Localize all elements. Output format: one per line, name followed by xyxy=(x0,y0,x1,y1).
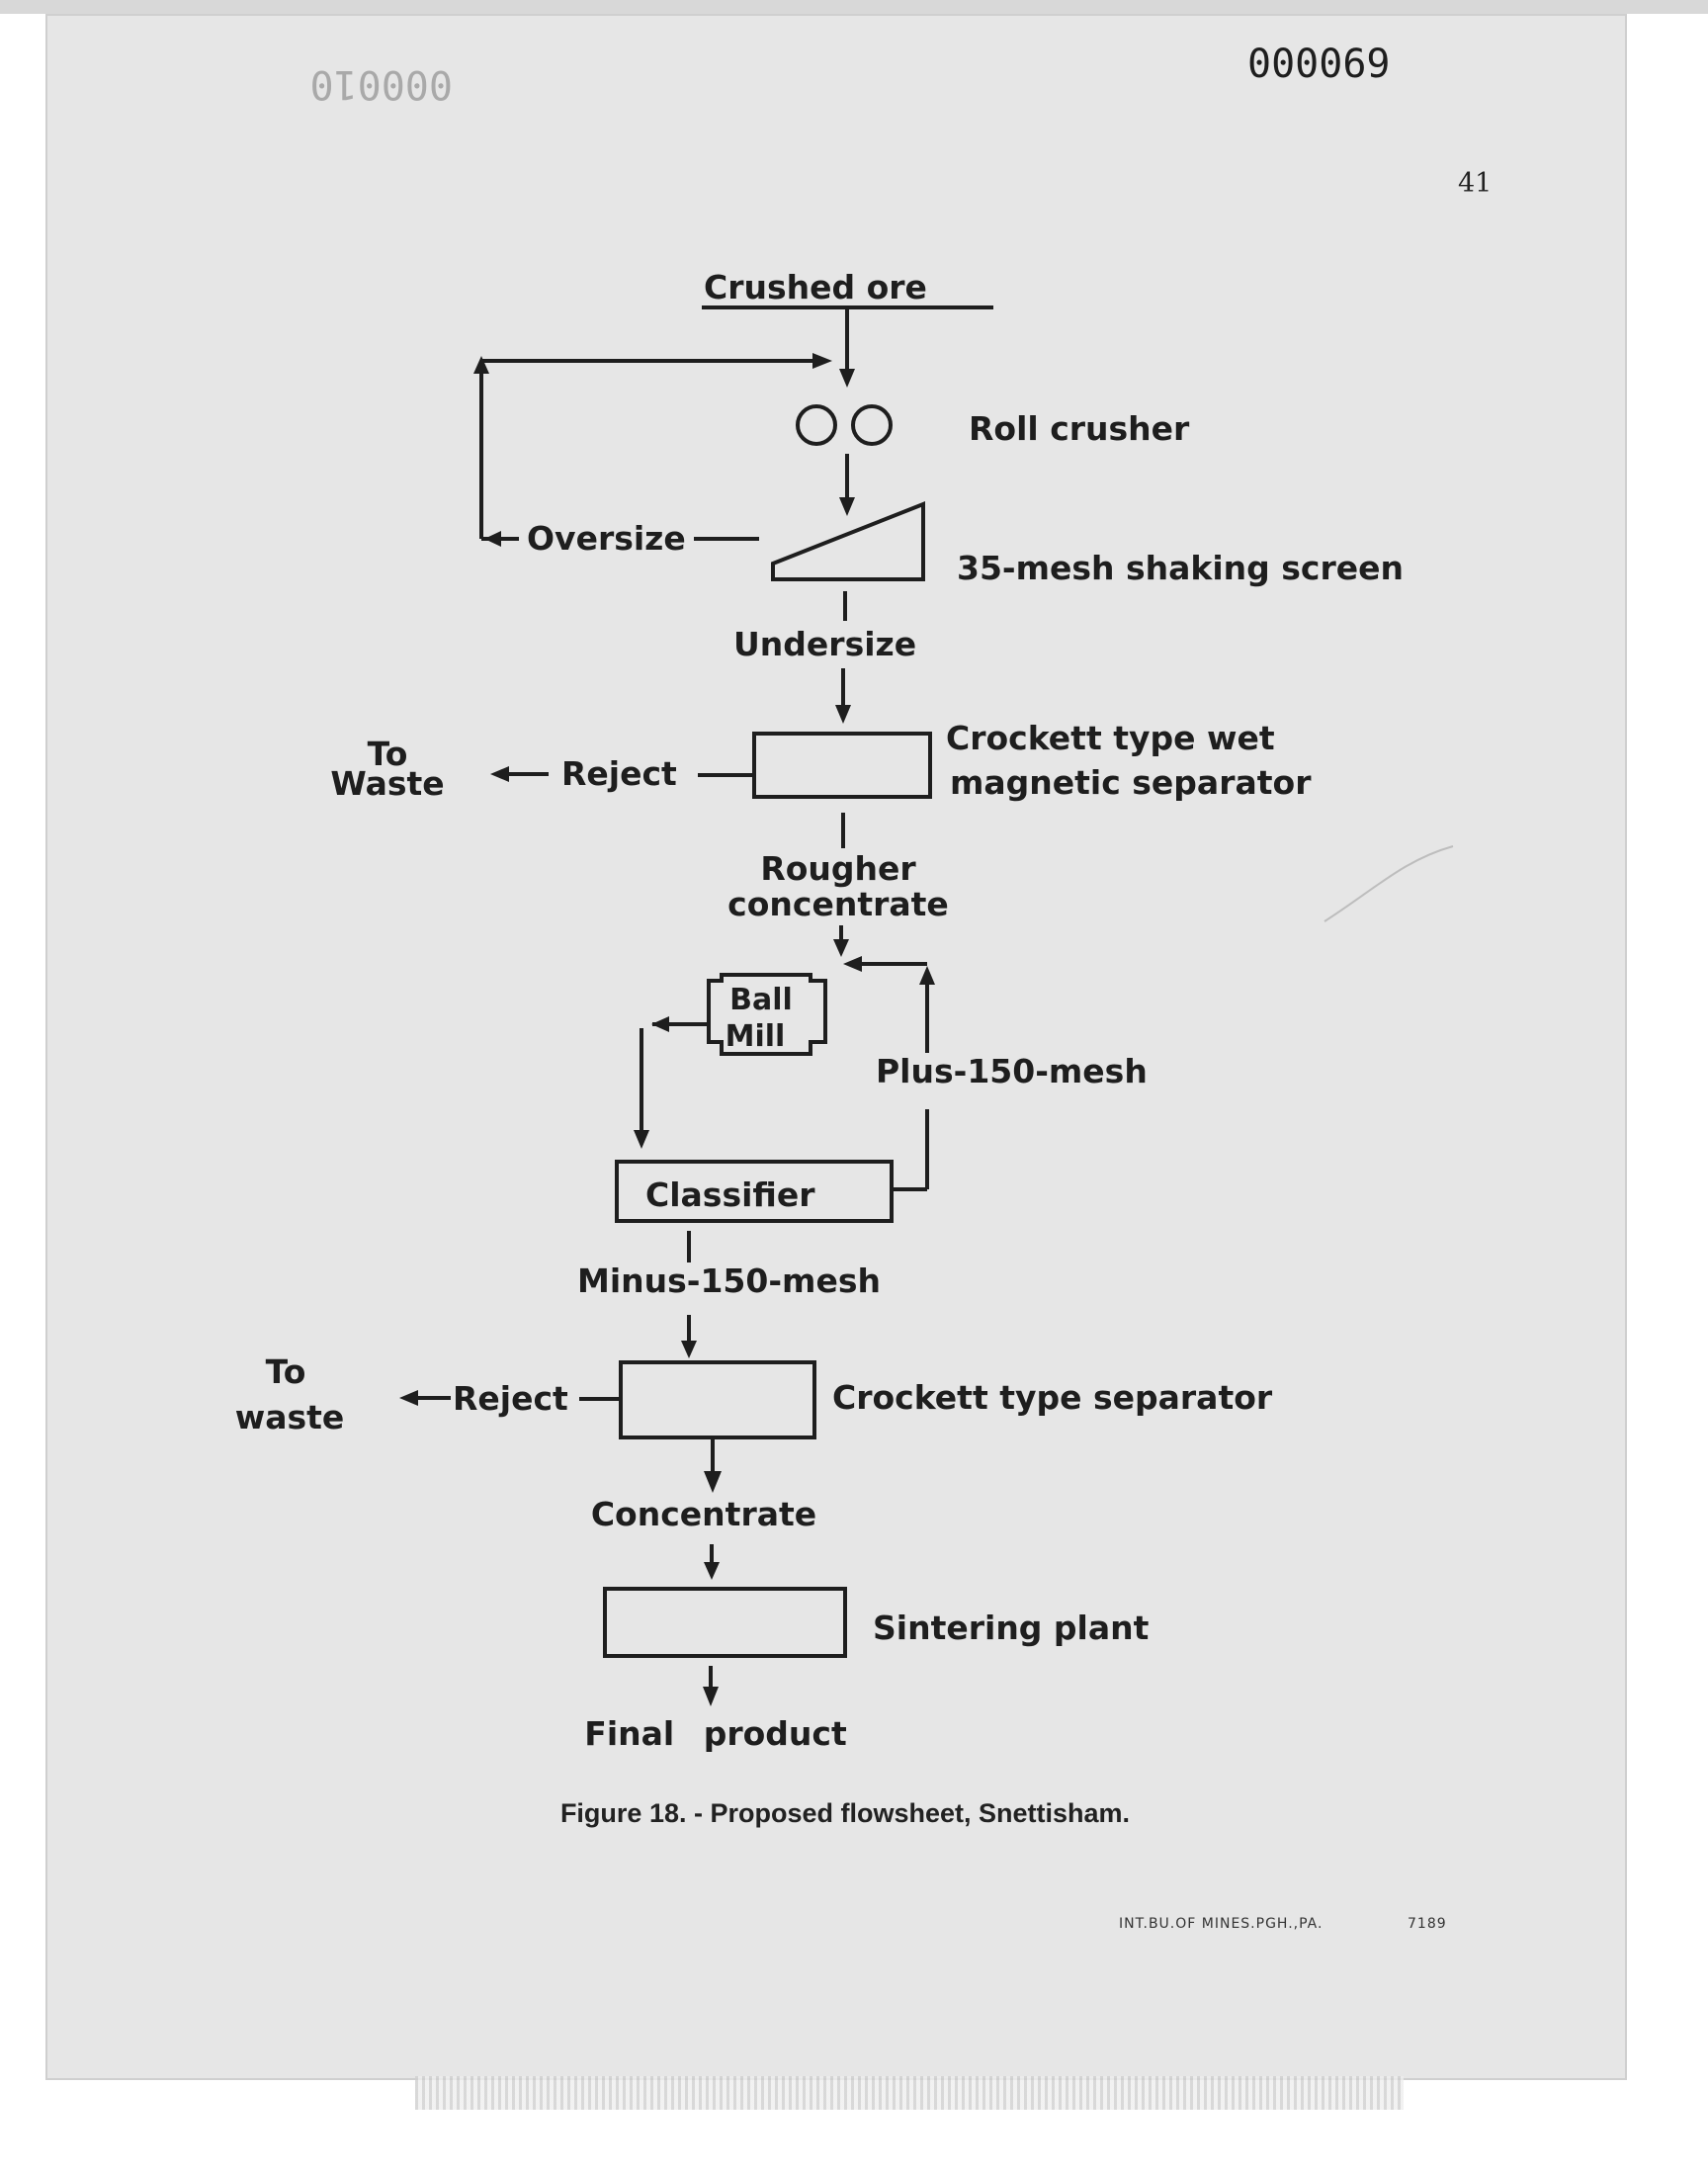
arrow-down xyxy=(839,369,855,388)
wet-separator-label-line2: magnetic separator xyxy=(950,763,1312,802)
faded-stamp-number: 000010 xyxy=(310,61,454,107)
wet-separator-label-line1: Crockett type wet xyxy=(946,719,1275,757)
document-page xyxy=(45,14,1627,2080)
separator-box xyxy=(619,1360,816,1439)
plus-mesh-label: Plus-150-mesh xyxy=(876,1052,1148,1090)
arrow-left xyxy=(399,1390,418,1406)
scan-edge-top xyxy=(0,0,1708,14)
input-label: Crushed ore xyxy=(704,268,927,306)
scan-edge-bottom xyxy=(415,2076,1404,2110)
ball-mill-label-line2: Mill xyxy=(726,1019,786,1054)
arrow-down xyxy=(681,1341,697,1358)
rougher-label-line2: concentrate xyxy=(727,885,949,923)
arrow-left xyxy=(490,766,509,782)
pencil-mark xyxy=(1324,845,1454,922)
footer-imprint: INT.BU.OF MINES.PGH.,PA. xyxy=(1119,1916,1323,1932)
ball-mill-label-line1: Ball xyxy=(729,983,793,1017)
classifier-label: Classifier xyxy=(645,1175,815,1214)
final-product-label: Final product xyxy=(584,1714,847,1753)
arrow-down xyxy=(704,1471,722,1493)
rougher-label-line1: Rougher xyxy=(760,849,916,888)
roll-crusher-label: Roll crusher xyxy=(969,409,1190,448)
page-number: 41 xyxy=(1458,168,1492,199)
arrow-up xyxy=(473,356,489,374)
separator-label: Crockett type separator xyxy=(832,1378,1273,1417)
shaking-screen-icon xyxy=(771,501,925,581)
wet-magnetic-separator-box xyxy=(752,732,932,799)
arrow-down xyxy=(839,497,855,516)
sintering-plant-box xyxy=(603,1587,847,1658)
ball-mill-icon xyxy=(707,973,827,1056)
arrow-left xyxy=(484,531,501,547)
arrow-up xyxy=(919,966,935,985)
sintering-label: Sintering plant xyxy=(873,1609,1150,1647)
waste-label-line2: Waste xyxy=(330,764,444,803)
figure-caption: Figure 18. - Proposed flowsheet, Snettis… xyxy=(560,1798,1130,1828)
arrow-left xyxy=(843,956,862,972)
oversize-label: Oversize xyxy=(527,519,686,558)
arrow-down xyxy=(634,1130,649,1149)
screen-label: 35-mesh shaking screen xyxy=(957,549,1404,587)
arrow-down xyxy=(704,1562,720,1580)
stamp-number: 000069 xyxy=(1247,42,1391,87)
roll-crusher-roll-icon xyxy=(851,404,893,446)
classifier-box xyxy=(615,1160,894,1223)
arrow-down xyxy=(703,1687,719,1706)
roll-crusher-roll-icon xyxy=(796,404,837,446)
arrow-left xyxy=(651,1016,669,1032)
arrow-right xyxy=(812,353,832,369)
reject-label: Reject xyxy=(561,754,677,793)
waste-label-line2: waste xyxy=(235,1398,345,1436)
concentrate-label: Concentrate xyxy=(591,1495,816,1533)
arrow-down xyxy=(835,705,851,724)
arrow-down xyxy=(833,939,849,957)
waste-label-line1: To xyxy=(266,1352,306,1391)
minus-mesh-label: Minus-150-mesh xyxy=(577,1262,881,1300)
undersize-label: Undersize xyxy=(733,625,916,663)
waste-label-line1: To xyxy=(368,735,408,773)
reject-label: Reject xyxy=(453,1379,568,1418)
footer-code: 7189 xyxy=(1408,1916,1447,1932)
